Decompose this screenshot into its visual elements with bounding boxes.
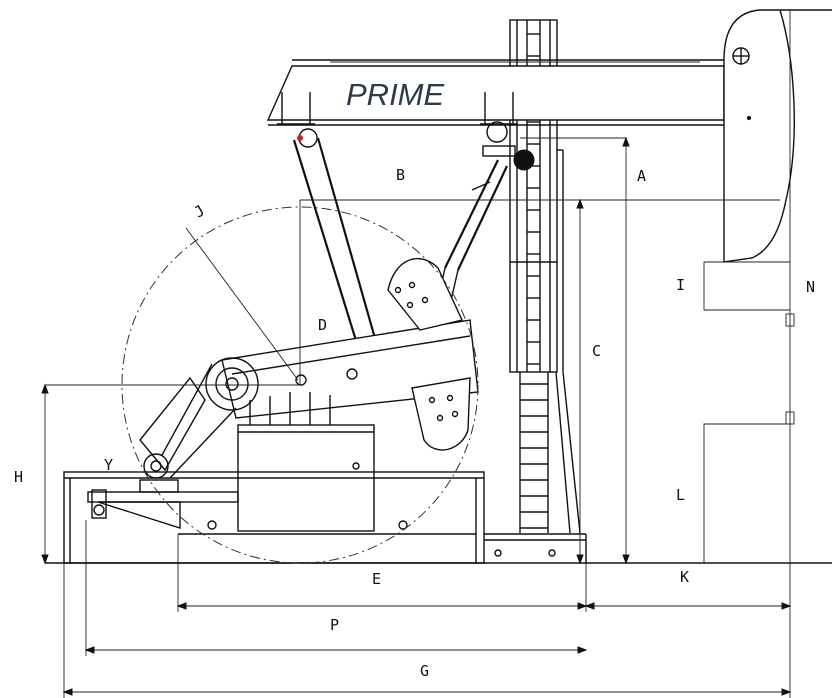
ladder-tower [509, 19, 581, 534]
label-d: D [318, 316, 327, 334]
crank-swing-circle [121, 206, 479, 564]
equalizer-bearing [482, 121, 535, 171]
base-frame [63, 471, 587, 564]
dimension-lines [41, 10, 795, 698]
label-j: J [191, 201, 208, 221]
label-k: K [680, 568, 689, 586]
brand-text: PRIME [346, 77, 445, 112]
label-p: P [330, 616, 339, 634]
label-y: Y [104, 456, 113, 474]
beam-hangers [277, 92, 518, 125]
label-e: E [372, 570, 381, 588]
label-i: I [676, 276, 685, 294]
label-g: G [420, 662, 429, 680]
gearbox [205, 357, 375, 532]
red-pin-marker [297, 135, 303, 141]
crank-radius-line [185, 227, 299, 381]
label-c: C [592, 342, 601, 360]
counterweight-lower [411, 377, 471, 451]
walking-beam [266, 59, 725, 126]
motor-and-belt [87, 363, 239, 529]
label-a: A [637, 167, 646, 185]
label-n: N [806, 278, 815, 296]
label-l: L [676, 486, 685, 504]
horsehead [723, 9, 832, 263]
counterweight-upper [387, 258, 463, 331]
label-b: B [396, 166, 405, 184]
label-h: H [14, 468, 23, 486]
